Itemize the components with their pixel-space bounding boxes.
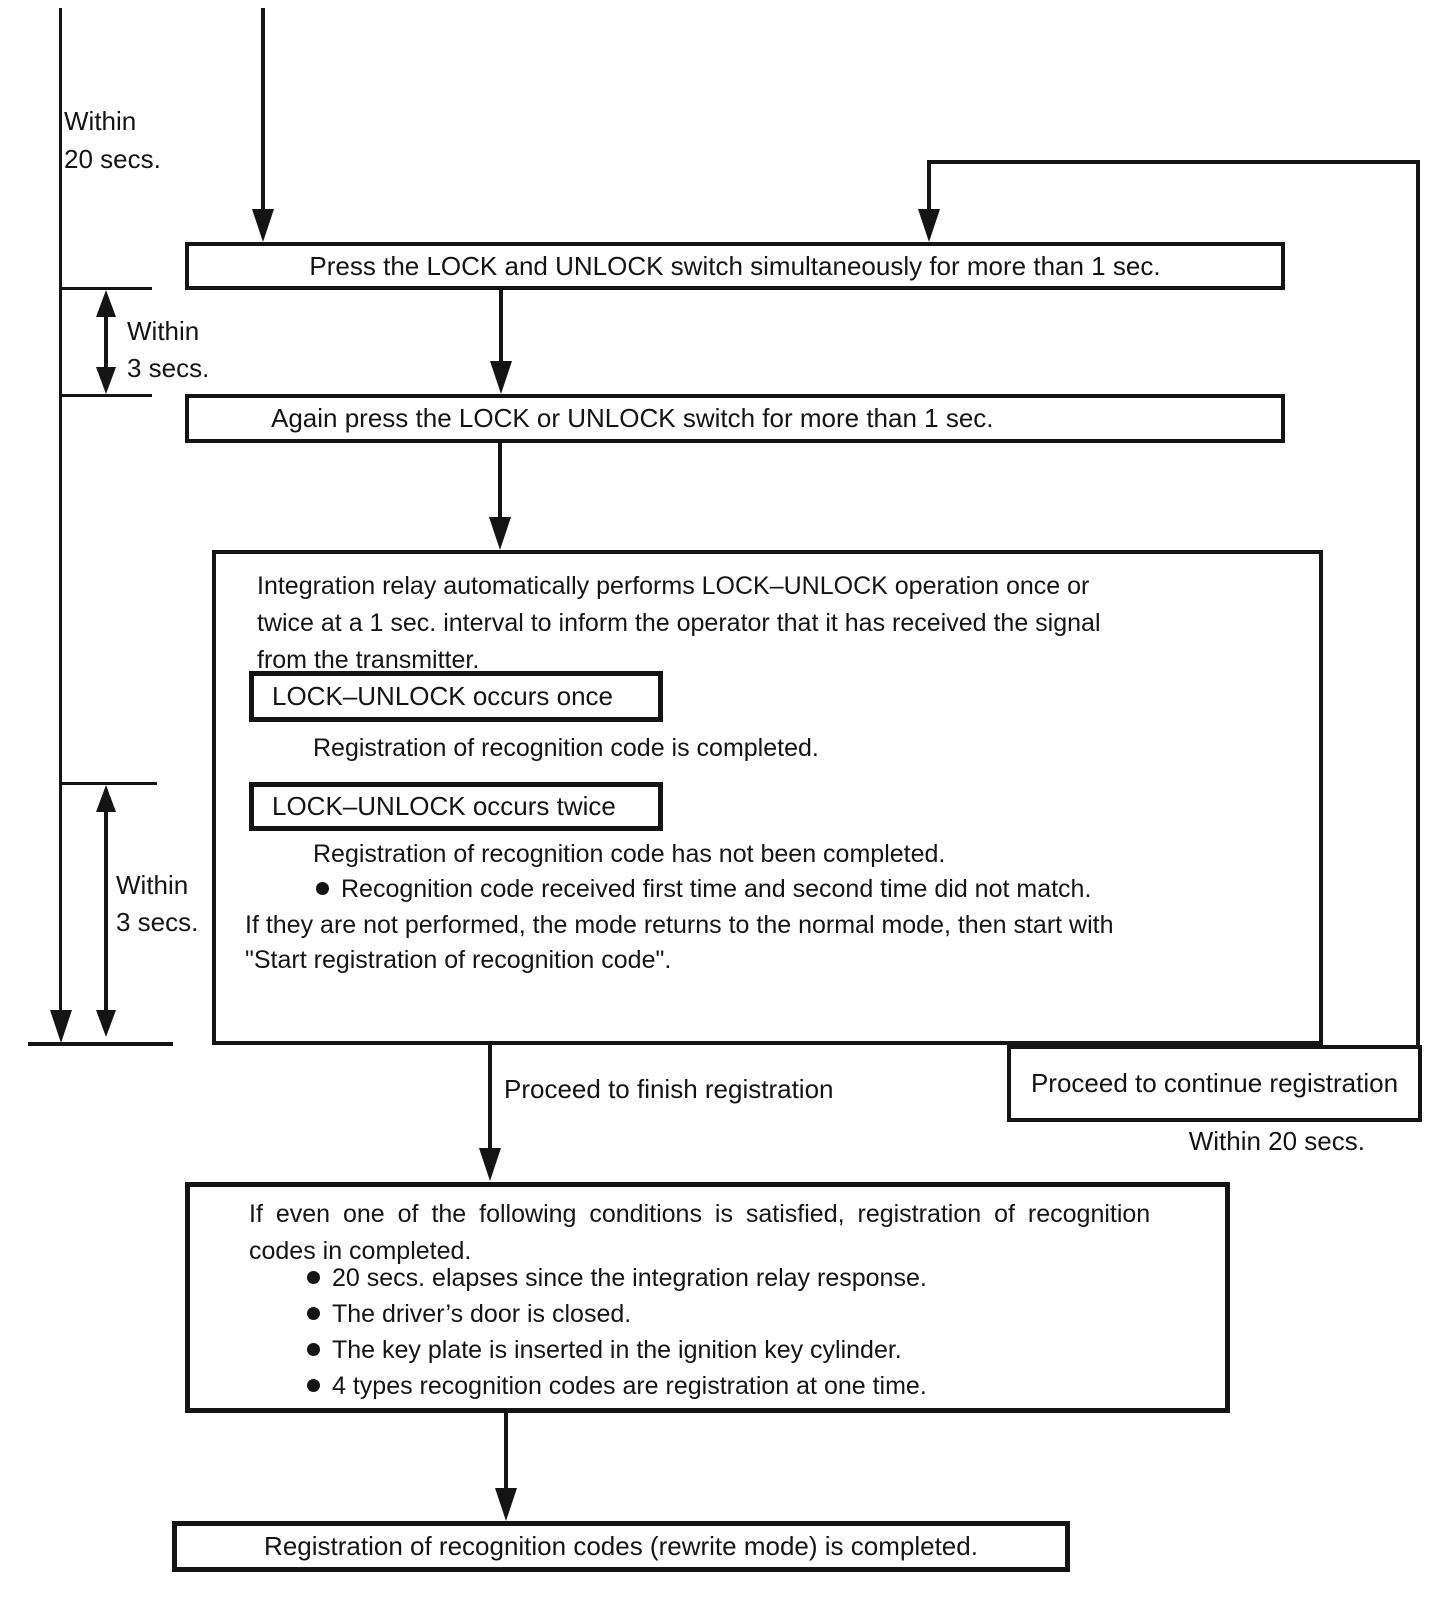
arrow-relay-conditions-head	[479, 1148, 501, 1181]
arrow-step1-step2-head	[490, 361, 512, 394]
arrow-step2-relay-head	[489, 517, 511, 550]
condition-bullet-row: 4 types recognition codes are registrati…	[307, 1371, 927, 1401]
lower-3s-arrowhead-up	[96, 785, 116, 812]
mismatch-bullet-row: Recognition code received first time and…	[316, 874, 1091, 904]
relay-paragraph-line3: from the transmitter.	[257, 646, 480, 674]
bullet-dot-icon	[307, 1379, 320, 1392]
occurs-twice-box: LOCK–UNLOCK occurs twice	[249, 782, 663, 831]
lower-3s-shaft	[104, 809, 108, 1011]
condition-bullet-row: The key plate is inserted in the ignitio…	[307, 1335, 902, 1365]
fallback-line1: If they are not performed, the mode retu…	[245, 911, 1114, 939]
arrow-conditions-final-head	[495, 1488, 517, 1521]
condition-bullet-text: 20 secs. elapses since the integration r…	[332, 1264, 927, 1292]
registration-completed-text: Registration of recognition codes (rewri…	[264, 1531, 978, 1561]
condition-bullet-text: The driver’s door is closed.	[332, 1300, 632, 1328]
step-press-lock-unlock: Press the LOCK and UNLOCK switch simulta…	[185, 242, 1285, 290]
relay-paragraph-line2: twice at a 1 sec. interval to inform the…	[257, 609, 1101, 637]
feedback-arrowhead	[918, 209, 940, 242]
fallback-line2: "Start registration of recognition code"…	[245, 946, 672, 974]
bullet-dot-icon	[307, 1271, 320, 1284]
feedback-right-line	[1416, 160, 1420, 1050]
bullet-dot-icon	[316, 882, 329, 895]
tick-upper-top	[59, 287, 152, 290]
timer-20s-arrowhead	[50, 1010, 72, 1043]
mismatch-bullet-text: Recognition code received first time and…	[341, 875, 1092, 903]
within-3s-lower-label-line1: Within	[116, 870, 189, 900]
relay-paragraph-line1: Integration relay automatically performs…	[257, 572, 1090, 600]
occurs-once-text: LOCK–UNLOCK occurs once	[272, 681, 614, 711]
upper-3s-shaft	[104, 314, 108, 368]
within-20s-left-label-line1: Within	[64, 106, 137, 136]
bullet-dot-icon	[307, 1343, 320, 1356]
condition-bullet-row: The driver’s door is closed.	[307, 1299, 631, 1329]
condition-bullet-text: The key plate is inserted in the ignitio…	[332, 1336, 902, 1364]
within-3s-upper-label-line2: 3 secs.	[127, 353, 210, 383]
lower-3s-arrowhead-down	[96, 1010, 116, 1037]
occurs-once-result: Registration of recognition code is comp…	[313, 734, 819, 762]
upper-3s-arrowhead-up	[96, 290, 116, 317]
upper-3s-arrowhead-down	[96, 367, 116, 394]
arrow-step1-step2-shaft	[499, 290, 503, 363]
arrow-conditions-final-shaft	[504, 1413, 508, 1491]
step-press-lock-unlock-text: Press the LOCK and UNLOCK switch simulta…	[309, 250, 1161, 281]
step-press-again: Again press the LOCK or UNLOCK switch fo…	[185, 394, 1285, 443]
bracket-baseline	[28, 1042, 173, 1046]
arrow-step2-relay-shaft	[498, 443, 502, 519]
tick-lower-top	[59, 782, 157, 785]
proceed-finish-label: Proceed to finish registration	[504, 1074, 834, 1104]
tick-upper-bottom	[59, 394, 152, 397]
feedback-top-line	[927, 160, 1420, 164]
step-press-again-text: Again press the LOCK or UNLOCK switch fo…	[271, 403, 994, 433]
within-3s-lower-label-line2: 3 secs.	[116, 907, 199, 937]
timer-20s-line	[59, 8, 62, 1012]
occurs-twice-result: Registration of recognition code has not…	[313, 840, 946, 868]
entry-arrowhead	[252, 209, 274, 242]
relay-response-box: Integration relay automatically performs…	[212, 550, 1323, 1045]
bullet-dot-icon	[307, 1307, 320, 1320]
within-20s-right-label: Within 20 secs.	[1188, 1126, 1365, 1156]
conditions-box: If even one of the following conditions …	[185, 1182, 1230, 1413]
proceed-continue-box: Proceed to continue registration	[1007, 1045, 1422, 1122]
feedback-arrow-shaft	[927, 160, 931, 211]
occurs-once-box: LOCK–UNLOCK occurs once	[249, 671, 663, 722]
condition-bullet-text: 4 types recognition codes are registrati…	[332, 1372, 927, 1400]
registration-completed-box: Registration of recognition codes (rewri…	[172, 1521, 1070, 1572]
conditions-intro-line2: codes in completed.	[249, 1237, 472, 1265]
within-3s-upper-label-line1: Within	[127, 316, 200, 346]
arrow-relay-conditions-shaft	[488, 1045, 492, 1150]
within-20s-left-label-line2: 20 secs.	[64, 144, 161, 174]
occurs-twice-text: LOCK–UNLOCK occurs twice	[272, 791, 616, 821]
entry-arrow-shaft	[261, 8, 265, 211]
proceed-continue-text: Proceed to continue registration	[1030, 1068, 1399, 1098]
condition-bullet-row: 20 secs. elapses since the integration r…	[307, 1263, 927, 1293]
conditions-intro-line1: If even one of the following conditions …	[249, 1200, 1151, 1228]
